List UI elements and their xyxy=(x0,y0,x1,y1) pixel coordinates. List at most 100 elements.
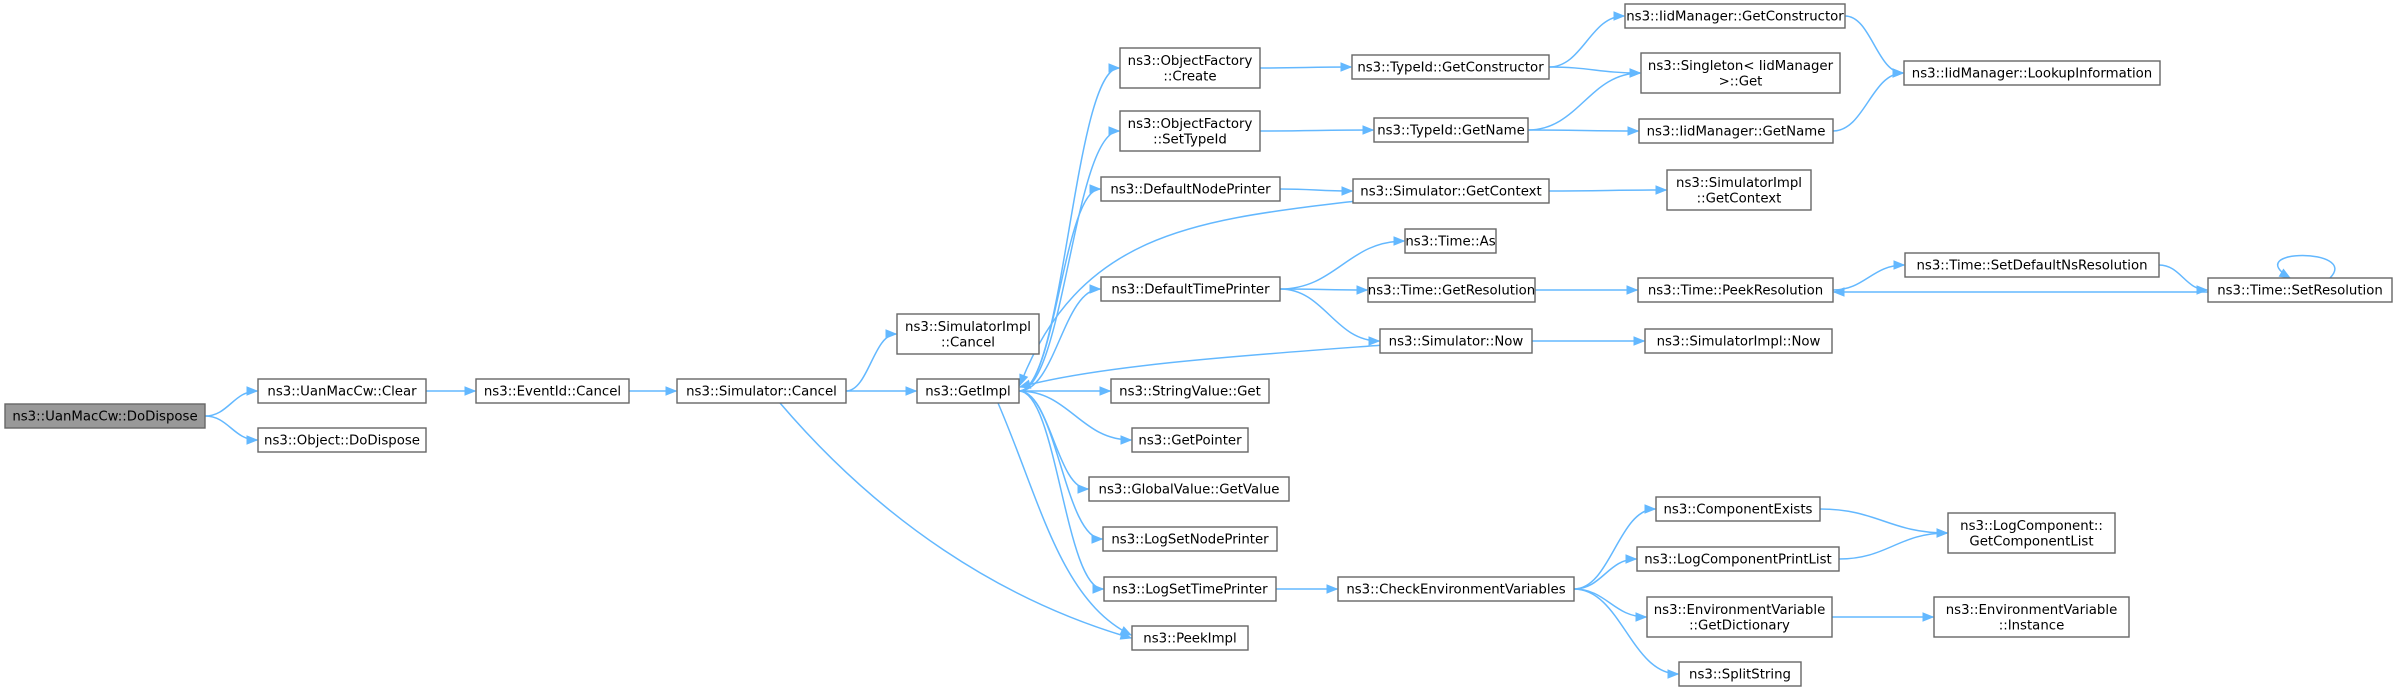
node-peekimpl[interactable]: ns3::PeekImpl xyxy=(1131,625,1249,651)
node-label: ::Create xyxy=(1163,69,1216,84)
node-time-peekresolution[interactable]: ns3::Time::PeekResolution xyxy=(1637,277,1834,303)
node-box xyxy=(1644,328,1833,354)
edge-arrowhead xyxy=(1625,554,1638,564)
edge-arrowhead xyxy=(1892,68,1905,78)
node-defaulttimeprinter[interactable]: ns3::DefaultTimePrinter xyxy=(1100,276,1281,302)
edge-arrowhead xyxy=(1633,336,1646,346)
node-time-setdefaultnsresolution[interactable]: ns3::Time::SetDefaultNsResolution xyxy=(1904,252,2160,278)
node-box xyxy=(1640,52,1841,94)
edge-arrowhead xyxy=(1627,126,1640,136)
node-label: ns3::EnvironmentVariable xyxy=(1654,603,1826,618)
edge-dodispose-uan-to-clear xyxy=(204,386,259,417)
edge-line xyxy=(204,390,258,417)
node-envvar-instance[interactable]: ns3::EnvironmentVariable::Instance xyxy=(1933,596,2130,638)
node-eventid-cancel[interactable]: ns3::EventId::Cancel xyxy=(475,378,630,404)
node-simimpl-now[interactable]: ns3::SimulatorImpl::Now xyxy=(1644,328,1833,354)
node-getpointer[interactable]: ns3::GetPointer xyxy=(1131,427,1249,453)
edge-sim-getcontext-to-getimpl xyxy=(1019,200,1357,387)
node-label: ns3::TypeId::GetConstructor xyxy=(1357,61,1544,76)
edge-getimpl-to-logsetnodeprinter xyxy=(1018,390,1104,544)
node-defaultnodeprinter[interactable]: ns3::DefaultNodePrinter xyxy=(1100,176,1281,202)
node-logsetnodeprinter[interactable]: ns3::LogSetNodePrinter xyxy=(1102,526,1278,552)
edge-line xyxy=(1573,588,1679,675)
node-clear[interactable]: ns3::UanMacCw::Clear xyxy=(257,378,427,404)
node-simimpl-getcontext[interactable]: ns3::SimulatorImpl::GetContext xyxy=(1666,169,1812,211)
node-checkenv[interactable]: ns3::CheckEnvironmentVariables xyxy=(1337,576,1575,602)
edge-time-setresolution-to-time-peekresolution xyxy=(1832,287,2210,297)
edge-arrowhead xyxy=(2196,285,2209,295)
node-time-as[interactable]: ns3::Time::As xyxy=(1404,228,1497,254)
edge-line xyxy=(1573,558,1637,590)
node-box xyxy=(676,378,847,404)
edge-getimpl-to-getpointer xyxy=(1018,390,1133,445)
node-stringvalue-get[interactable]: ns3::StringValue::Get xyxy=(1110,378,1270,404)
node-envvar-getdictionary[interactable]: ns3::EnvironmentVariable::GetDictionary xyxy=(1646,596,1833,638)
edge-line xyxy=(1838,532,1948,560)
node-splitstring[interactable]: ns3::SplitString xyxy=(1678,661,1802,687)
edge-iid-getname-to-iid-lookupinformation xyxy=(1832,68,1905,132)
node-time-getresolution[interactable]: ns3::Time::GetResolution xyxy=(1367,277,1536,303)
edge-line xyxy=(1548,189,1667,192)
node-getimpl[interactable]: ns3::GetImpl xyxy=(916,378,1020,404)
node-typeid-getconstructor[interactable]: ns3::TypeId::GetConstructor xyxy=(1351,54,1550,80)
edge-dodispose-uan-to-obj-dodispose xyxy=(204,415,259,445)
node-box xyxy=(1100,176,1281,202)
edge-of-settypeid-to-typeid-getname xyxy=(1259,125,1375,135)
edge-line xyxy=(1259,66,1352,69)
edge-line xyxy=(1573,508,1656,590)
node-obj-dodispose[interactable]: ns3::Object::DoDispose xyxy=(257,427,427,453)
edge-arrowhead xyxy=(1089,284,1102,294)
edge-arrowhead xyxy=(1341,186,1354,196)
node-box xyxy=(1655,496,1821,522)
node-iid-lookupinformation[interactable]: ns3::IidManager::LookupInformation xyxy=(1903,60,2161,86)
edge-arrowhead xyxy=(246,386,259,396)
edge-getimpl-to-defaulttimeprinter xyxy=(1018,284,1102,392)
node-logcomponentprintlist[interactable]: ns3::LogComponentPrintList xyxy=(1636,546,1840,572)
node-box xyxy=(257,427,427,453)
edge-arrowhead xyxy=(1019,373,1029,387)
node-label: ns3::Simulator::GetContext xyxy=(1360,185,1541,200)
edge-arrowhead xyxy=(1091,534,1104,544)
edge-getimpl-to-logsettimeprinter xyxy=(1018,390,1105,594)
edge-clear-to-eventid-cancel xyxy=(426,386,477,396)
node-dodispose-uan[interactable]: ns3::UanMacCw::DoDispose xyxy=(4,403,206,429)
node-sim-now[interactable]: ns3::Simulator::Now xyxy=(1379,328,1533,354)
node-label: ns3::Time::GetResolution xyxy=(1368,284,1535,299)
node-sim-getcontext[interactable]: ns3::Simulator::GetContext xyxy=(1352,178,1550,204)
node-componentexists[interactable]: ns3::ComponentExists xyxy=(1655,496,1821,522)
node-iid-getname[interactable]: ns3::IidManager::GetName xyxy=(1638,118,1834,144)
edge-arrowhead xyxy=(1340,62,1353,72)
node-label: ns3::Time::SetResolution xyxy=(2217,284,2383,299)
node-box xyxy=(1102,526,1278,552)
node-simimpl-cancel[interactable]: ns3::SimulatorImpl::Cancel xyxy=(896,313,1040,355)
edge-typeid-getconstructor-to-singleton-get xyxy=(1548,66,1642,78)
node-label: ns3::StringValue::Get xyxy=(1119,385,1261,400)
node-of-settypeid[interactable]: ns3::ObjectFactory::SetTypeId xyxy=(1119,110,1261,152)
node-logsettimeprinter[interactable]: ns3::LogSetTimePrinter xyxy=(1103,576,1277,602)
node-label: ns3::ComponentExists xyxy=(1663,503,1812,518)
node-label: ns3::Time::As xyxy=(1405,235,1495,250)
node-sim-cancel[interactable]: ns3::Simulator::Cancel xyxy=(676,378,847,404)
node-logcomponent-getcomponentlist[interactable]: ns3::LogComponent::GetComponentList xyxy=(1947,512,2116,554)
node-typeid-getname[interactable]: ns3::TypeId::GetName xyxy=(1373,117,1529,143)
edge-arrowhead xyxy=(1089,184,1102,194)
edge-arrowhead xyxy=(905,386,918,396)
node-globalvalue-getvalue[interactable]: ns3::GlobalValue::GetValue xyxy=(1088,476,1290,502)
node-time-setresolution[interactable]: ns3::Time::SetResolution xyxy=(2207,277,2393,303)
edge-line xyxy=(1018,390,1132,441)
edge-time-setresolution-to-time-setresolution xyxy=(2277,254,2336,279)
edge-arrowhead xyxy=(1368,336,1381,346)
node-iid-getconstructor[interactable]: ns3::IidManager::GetConstructor xyxy=(1624,3,1846,29)
node-label: ns3::SimulatorImpl::Now xyxy=(1657,335,1821,350)
node-box xyxy=(1131,427,1249,453)
edge-sim-now-to-simimpl-now xyxy=(1531,336,1646,346)
edge-line xyxy=(1018,188,1101,392)
edge-time-peekresolution-to-time-setdefaultnsresolution xyxy=(1832,260,1906,291)
node-of-create[interactable]: ns3::ObjectFactory::Create xyxy=(1119,47,1261,89)
node-label: ns3::Object::DoDispose xyxy=(264,434,420,449)
edge-arrowhead xyxy=(1626,285,1639,295)
edge-line xyxy=(1279,188,1353,192)
node-label: ns3::EnvironmentVariable xyxy=(1946,603,2118,618)
node-singleton-get[interactable]: ns3::Singleton< IidManager>::Get xyxy=(1640,52,1841,94)
